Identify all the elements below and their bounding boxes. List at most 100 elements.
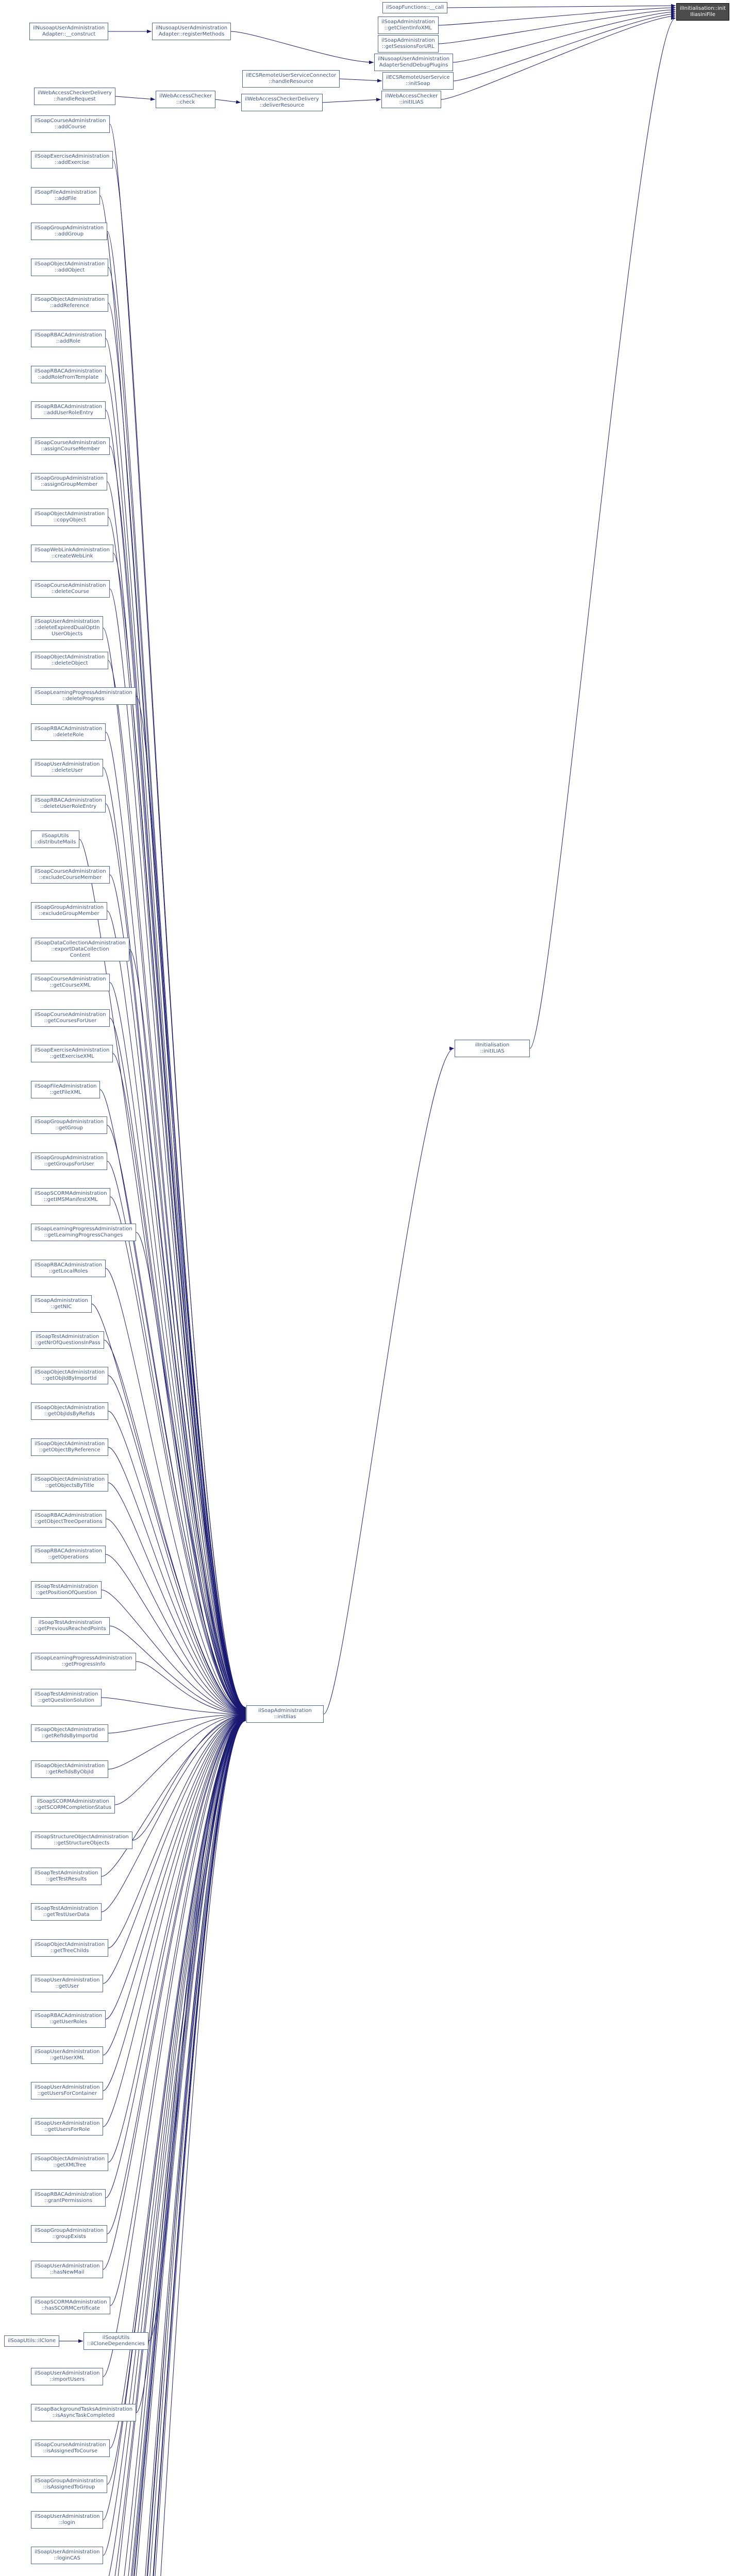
node-isAsyncTaskCompleted[interactable]: ilSoapBackgroundTasksAdministration::isA… <box>31 2404 137 2421</box>
node-label-line: ::addFile <box>55 196 77 201</box>
node-ilCloneDependencies[interactable]: ilSoapUtils::ilCloneDependencies <box>83 2332 148 2350</box>
call-edge <box>107 1715 246 2234</box>
node-soapCall[interactable]: ilSoapFunctions::__call <box>382 2 448 13</box>
node-label-line: ::distributeMails <box>35 839 76 845</box>
node-groupExists[interactable]: ilSoapGroupAdministration::groupExists <box>31 2225 108 2243</box>
node-deleteRole[interactable]: ilSoapRBACAdministration::deleteRole <box>31 723 106 741</box>
node-ilClone[interactable]: ilSoapUtils::ilClone <box>4 2335 60 2347</box>
node-wacDeliver[interactable]: ilWebAccessCheckerDelivery::deliverResou… <box>241 94 323 111</box>
node-getUsersForRole[interactable]: ilSoapUserAdministration::getUsersForRol… <box>31 2118 104 2136</box>
node-label-line: ilSoapGroupAdministration <box>35 905 104 910</box>
node-ecsInitSoap[interactable]: ilECSRemoteUserService::initSoap <box>382 72 454 90</box>
node-getOperations[interactable]: ilSoapRBACAdministration::getOperations <box>31 1546 106 1563</box>
node-login[interactable]: ilSoapUserAdministration::login <box>31 2511 104 2529</box>
node-getUserRoles[interactable]: ilSoapRBACAdministration::getUserRoles <box>31 2010 106 2028</box>
node-label-line: ilSoapAdministration <box>258 1708 312 1714</box>
node-initILIAS[interactable]: ilInitialisation::initILIAS <box>455 1040 530 1057</box>
node-getObjectByReference[interactable]: ilSoapObjectAdministration::getObjectByR… <box>31 1438 109 1456</box>
node-addRole[interactable]: ilSoapRBACAdministration::addRole <box>31 330 106 347</box>
node-hasNewMail[interactable]: ilSoapUserAdministration::hasNewMail <box>31 2261 104 2278</box>
node-deleteProgress[interactable]: ilSoapLearningProgressAdministration::de… <box>31 687 136 705</box>
node-label-line: ilSoapUserAdministration <box>35 2514 100 2519</box>
node-getSCORMCompletionStatus[interactable]: ilSoapSCORMAdministration::getSCORMCompl… <box>31 1796 115 1814</box>
node-getSessionsForURL[interactable]: ilSoapAdministration::getSessionsForURL <box>378 35 439 53</box>
node-getTestResults[interactable]: ilSoapTestAdministration::getTestResults <box>31 1868 102 1885</box>
node-getXMLTree[interactable]: ilSoapObjectAdministration::getXMLTree <box>31 2154 109 2171</box>
node-addCourse[interactable]: ilSoapCourseAdministration::addCourse <box>31 115 110 133</box>
node-getFileXML[interactable]: ilSoapFileAdministration::getFileXML <box>31 1081 101 1098</box>
node-getGroupsForUser[interactable]: ilSoapGroupAdministration::getGroupsForU… <box>31 1153 108 1170</box>
node-deleteUser[interactable]: ilSoapUserAdministration::deleteUser <box>31 759 104 776</box>
node-excludeGroupMember[interactable]: ilSoapGroupAdministration::excludeGroupM… <box>31 902 108 920</box>
node-getUser[interactable]: ilSoapUserAdministration::getUser <box>31 1975 104 1992</box>
node-addUserRoleEntry[interactable]: ilSoapRBACAdministration::addUserRoleEnt… <box>31 401 106 419</box>
node-isAssignedToGroup[interactable]: ilSoapGroupAdministration::isAssignedToG… <box>31 2476 108 2493</box>
node-distributeMails[interactable]: ilSoapUtils::distributeMails <box>31 831 80 848</box>
node-label-line: ilSoapGroupAdministration <box>35 2478 104 2484</box>
node-getClientInfoXML[interactable]: ilSoapAdministration::getClientInfoXML <box>378 16 439 34</box>
node-getNIC[interactable]: ilSoapAdministration::getNIC <box>31 1295 92 1313</box>
node-importUsers[interactable]: ilSoapUserAdministration::importUsers <box>31 2368 104 2385</box>
node-label-line: ::getTreeChilds <box>50 1948 89 1954</box>
node-getObjIdByImportId[interactable]: ilSoapObjectAdministration::getObjIdByIm… <box>31 1367 109 1384</box>
node-wacCheck[interactable]: ilWebAccessChecker::check <box>156 91 216 108</box>
node-label-line: ilWebAccessChecker <box>385 93 438 99</box>
node-getObjectsByTitle[interactable]: ilSoapObjectAdministration::getObjectsBy… <box>31 1474 109 1492</box>
node-getNrOfQuestionsInPass[interactable]: ilSoapTestAdministration::getNrOfQuestio… <box>31 1331 104 1349</box>
node-loginCAS[interactable]: ilSoapUserAdministration::loginCAS <box>31 2547 104 2564</box>
node-label-line: ilSoapExerciseAdministration <box>35 1047 110 1053</box>
node-getStructureObjects[interactable]: ilSoapStructureObjectAdministration::get… <box>31 1832 132 1849</box>
node-deleteExpiredDualOptInUserObjects[interactable]: ilSoapUserAdministration::deleteExpiredD… <box>31 616 104 640</box>
node-getLocalRoles[interactable]: ilSoapRBACAdministration::getLocalRoles <box>31 1260 106 1277</box>
node-addRoleFromTemplate[interactable]: ilSoapRBACAdministration::addRoleFromTem… <box>31 366 106 383</box>
node-getQuestionSolution[interactable]: ilSoapTestAdministration::getQuestionSol… <box>31 1689 102 1706</box>
node-wacInit[interactable]: ilWebAccessChecker::initILIAS <box>381 91 442 108</box>
node-getPositionOfQuestion[interactable]: ilSoapTestAdministration::getPositionOfQ… <box>31 1581 102 1599</box>
node-deleteCourse[interactable]: ilSoapCourseAdministration::deleteCourse <box>31 580 110 598</box>
node-hasSCORMCertificate[interactable]: ilSoapSCORMAdministration::hasSCORMCerti… <box>31 2297 111 2314</box>
node-getTestUserData[interactable]: ilSoapTestAdministration::getTestUserDat… <box>31 1903 102 1921</box>
node-addFile[interactable]: ilSoapFileAdministration::addFile <box>31 187 101 205</box>
node-label-line: ilSoapGroupAdministration <box>35 476 104 481</box>
node-getCoursesForUser[interactable]: ilSoapCourseAdministration::getCoursesFo… <box>31 1009 110 1027</box>
node-getPreviousReachedPoints[interactable]: ilSoapTestAdministration::getPreviousRea… <box>31 1617 110 1635</box>
node-deleteUserRoleEntry[interactable]: ilSoapRBACAdministration::deleteUserRole… <box>31 795 106 812</box>
node-grantPermissions[interactable]: ilSoapRBACAdministration::grantPermissio… <box>31 2189 106 2207</box>
node-getExerciseXML[interactable]: ilSoapExerciseAdministration::getExercis… <box>31 1045 113 1062</box>
node-getGroup[interactable]: ilSoapGroupAdministration::getGroup <box>31 1116 108 1134</box>
node-getRefIdsByImportId[interactable]: ilSoapObjectAdministration::getRefIdsByI… <box>31 1724 109 1742</box>
node-addReference[interactable]: ilSoapObjectAdministration::addReference <box>31 294 109 312</box>
node-getTreeChilds[interactable]: ilSoapObjectAdministration::getTreeChild… <box>31 1939 109 1957</box>
node-getUsersForContainer[interactable]: ilSoapUserAdministration::getUsersForCon… <box>31 2082 104 2099</box>
node-label-line: ::getFileXML <box>49 1090 81 1095</box>
node-label-line: ilSoapObjectAdministration <box>35 511 105 517</box>
node-getObjIdsByRefIds[interactable]: ilSoapObjectAdministration::getObjIdsByR… <box>31 1402 109 1420</box>
node-assignGroupMember[interactable]: ilSoapGroupAdministration::assignGroupMe… <box>31 473 108 490</box>
node-ecsConnector[interactable]: ilECSRemoteUserServiceConnector::handleR… <box>242 70 340 88</box>
node-exportDataCollectionContent[interactable]: ilSoapDataCollectionAdministration::expo… <box>31 938 130 961</box>
node-assignCourseMember[interactable]: ilSoapCourseAdministration::assignCourse… <box>31 437 110 455</box>
call-edge <box>107 1125 246 1714</box>
node-wacRun[interactable]: ilWebAccessCheckerDelivery::handleReques… <box>34 88 115 105</box>
node-addGroup[interactable]: ilSoapGroupAdministration::addGroup <box>31 223 108 240</box>
node-addObject[interactable]: ilSoapObjectAdministration::addObject <box>31 259 109 276</box>
node-initIlias[interactable]: ilSoapAdministration::initIlias <box>246 1705 324 1723</box>
node-getObjectTreeOperations[interactable]: ilSoapRBACAdministration::getObjectTreeO… <box>31 1510 106 1528</box>
node-createWebLink[interactable]: ilSoapWebLinkAdministration::createWebLi… <box>31 545 113 562</box>
node-getRefIdsByObjId[interactable]: ilSoapObjectAdministration::getRefIdsByO… <box>31 1760 109 1778</box>
node-getUserXML[interactable]: ilSoapUserAdministration::getUserXML <box>31 2046 104 2064</box>
node-label-line: ::getCourseXML <box>49 982 91 988</box>
node-isAssignedToCourse[interactable]: ilSoapCourseAdministration::isAssignedTo… <box>31 2439 110 2457</box>
node-getCourseXML[interactable]: ilSoapCourseAdministration::getCourseXML <box>31 974 110 991</box>
node-getIMSManifestXML[interactable]: ilSoapSCORMAdministration::getIMSManifes… <box>31 1188 111 1206</box>
node-excludeCourseMember[interactable]: ilSoapCourseAdministration::excludeCours… <box>31 866 110 884</box>
node-deleteObject[interactable]: ilSoapObjectAdministration::deleteObject <box>31 652 109 669</box>
node-copyObject[interactable]: ilSoapObjectAdministration::copyObject <box>31 509 109 526</box>
node-getLearningProgressChanges[interactable]: ilSoapLearningProgressAdministration::ge… <box>31 1224 136 1241</box>
node-addExercise[interactable]: ilSoapExerciseAdministration::addExercis… <box>31 151 113 168</box>
node-getProgressInfo[interactable]: ilSoapLearningProgressAdministration::ge… <box>31 1653 136 1670</box>
node-label-line: ::getUsersForContainer <box>37 2091 97 2096</box>
